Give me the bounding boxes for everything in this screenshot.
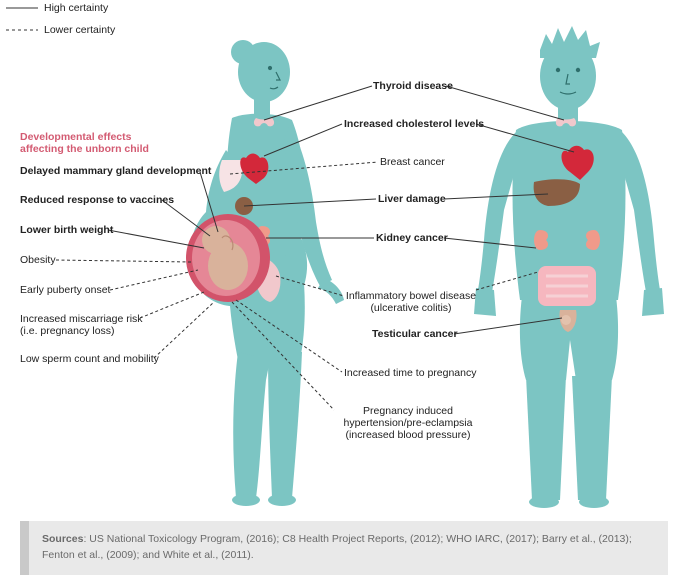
male-organs [533, 118, 600, 332]
developmental-title-line1: Developmental effects [20, 131, 132, 143]
label-ibd-line2: (ulcerative colitis) [370, 302, 452, 314]
label-mammary: Delayed mammary gland development [20, 165, 212, 177]
label-sperm: Low sperm count and mobility [20, 353, 159, 365]
label-preeclampsia-line1: Pregnancy induced [363, 405, 453, 417]
label-ibd-line1: Inflammatory bowel disease [345, 290, 477, 302]
sources-label: Sources [42, 533, 84, 545]
label-kidney-cancer: Kidney cancer [376, 232, 448, 244]
label-cholesterol: Increased cholesterol levels [344, 118, 485, 130]
female-heart [240, 153, 269, 184]
legend-high-label: High certainty [44, 2, 109, 14]
female-face [267, 65, 281, 90]
male-heart [561, 145, 594, 180]
legend-low-label: Lower certainty [44, 24, 116, 36]
label-pregnancy-time: Increased time to pregnancy [344, 367, 477, 379]
label-testicular-cancer: Testicular cancer [372, 328, 458, 340]
male-silhouette [474, 26, 664, 508]
label-obesity: Obesity [20, 254, 56, 266]
connector-lines [55, 85, 575, 411]
label-preeclampsia-line3: (increased blood pressure) [345, 429, 471, 441]
male-liver [533, 179, 580, 206]
male-kidney-right [586, 230, 600, 250]
developmental-title-line2: affecting the unborn child [20, 143, 149, 155]
sources-text: : US National Toxicology Program, (2016)… [42, 533, 632, 561]
label-preeclampsia-line2: hypertension/pre-eclampsia [343, 417, 473, 429]
label-miscarriage-line1: Increased miscarriage risk [20, 313, 143, 325]
sources-box: Sources: US National Toxicology Program,… [20, 521, 668, 575]
male-face [555, 67, 581, 95]
fetus [202, 226, 248, 290]
female-organs [186, 118, 281, 302]
label-miscarriage-line2: (i.e. pregnancy loss) [20, 325, 115, 337]
label-vaccines: Reduced response to vaccines [20, 194, 175, 206]
female-breast [219, 160, 243, 192]
sources-text-block: Sources: US National Toxicology Program,… [42, 531, 660, 563]
male-thyroid [555, 118, 577, 127]
label-birth-weight: Lower birth weight [20, 224, 114, 236]
male-kidney-left [534, 230, 548, 250]
label-puberty: Early puberty onset [20, 284, 111, 296]
sources-accent-bar [20, 521, 29, 575]
label-thyroid: Thyroid disease [373, 80, 453, 92]
label-breast-cancer: Breast cancer [380, 156, 445, 168]
label-liver-damage: Liver damage [378, 193, 446, 205]
female-thyroid [253, 118, 275, 127]
